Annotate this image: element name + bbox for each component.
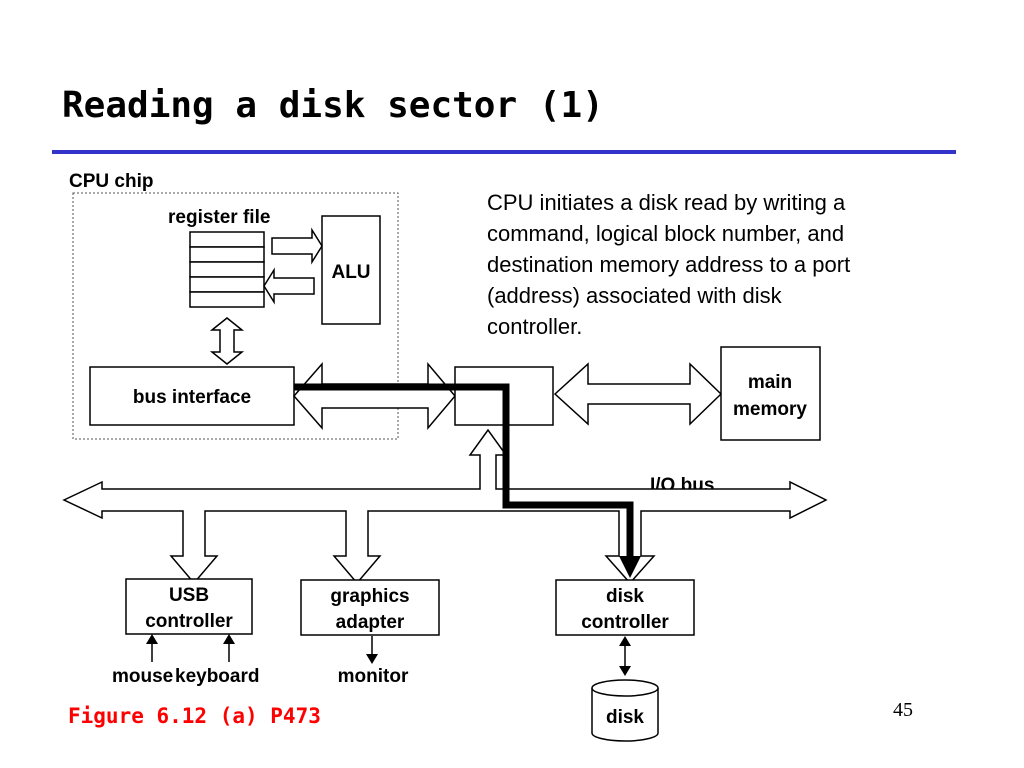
graphics-adapter-label-line1: graphics bbox=[330, 586, 409, 607]
command-path-line bbox=[294, 383, 634, 556]
description-line: (address) associated with disk bbox=[487, 283, 783, 308]
disk-controller-disk-arrow bbox=[619, 636, 631, 676]
register-bus-interface-arrow bbox=[209, 317, 245, 365]
disk-controller-label-line1: disk bbox=[606, 586, 644, 607]
register-file-label: register file bbox=[168, 207, 270, 228]
usb-controller-box bbox=[125, 578, 253, 635]
register-file bbox=[189, 231, 265, 308]
disk-controller-label-line2: controller bbox=[581, 612, 669, 633]
figure-reference: Figure 6.12 (a) P473 bbox=[68, 704, 321, 728]
main-memory-label-line2: memory bbox=[733, 399, 807, 420]
alu-to-register-arrow bbox=[263, 267, 315, 305]
alu-label: ALU bbox=[331, 262, 370, 283]
usb-controller-label-line2: controller bbox=[145, 611, 233, 632]
alu-box bbox=[321, 215, 381, 325]
graphics-adapter-label-line2: adapter bbox=[336, 612, 405, 633]
command-path-arrowhead bbox=[619, 556, 641, 578]
cpu-chip-label: CPU chip bbox=[69, 171, 153, 192]
page-number: 45 bbox=[893, 699, 913, 721]
mouse-label: mouse bbox=[112, 666, 173, 687]
description-line: CPU initiates a disk read by writing a bbox=[487, 190, 846, 215]
usb-controller-label-line1: USB bbox=[169, 585, 209, 606]
memory-bus-arrow bbox=[553, 362, 723, 426]
keyboard-arrow bbox=[223, 634, 235, 662]
cpu-chip-boundary bbox=[72, 192, 399, 440]
graphics-adapter-box bbox=[300, 579, 440, 636]
description-text: CPU initiates a disk read by writing a c… bbox=[487, 190, 850, 339]
description-line: command, logical block number, and bbox=[487, 221, 844, 246]
monitor-label: monitor bbox=[338, 666, 409, 687]
system-bus-arrow bbox=[293, 361, 456, 431]
disk-controller-box bbox=[555, 579, 695, 636]
disk-cylinder bbox=[591, 679, 659, 742]
main-memory-box bbox=[720, 346, 821, 441]
disk-label: disk bbox=[606, 707, 644, 728]
keyboard-label: keyboard bbox=[175, 666, 259, 687]
description-line: destination memory address to a port bbox=[487, 252, 850, 277]
bus-interface-label: bus interface bbox=[133, 387, 251, 408]
description-line: controller. bbox=[487, 314, 582, 339]
monitor-arrow bbox=[366, 636, 378, 664]
io-bus-arrow bbox=[62, 428, 828, 585]
slide-title: Reading a disk sector (1) bbox=[62, 85, 604, 126]
mouse-arrow bbox=[146, 634, 158, 662]
register-to-alu-arrow bbox=[271, 227, 323, 265]
bus-interface-box bbox=[89, 366, 295, 426]
main-memory-label-line1: main bbox=[748, 372, 792, 393]
